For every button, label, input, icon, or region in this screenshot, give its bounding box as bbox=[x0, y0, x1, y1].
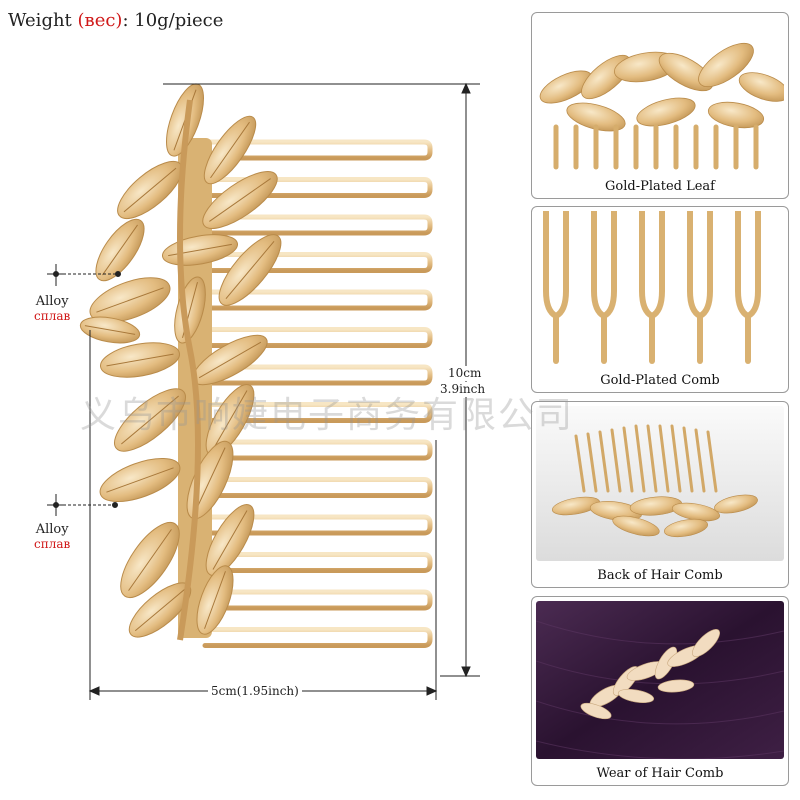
leaf-vein bbox=[84, 325, 136, 335]
comb-tooth bbox=[202, 402, 433, 423]
comb-tooth bbox=[202, 364, 433, 386]
alloy-russian-label: сплав bbox=[34, 537, 71, 551]
comb-tooth bbox=[202, 252, 433, 273]
leaf-vein bbox=[123, 167, 177, 213]
leaf-vein bbox=[225, 241, 275, 299]
leaf-vein bbox=[209, 178, 271, 222]
comb-tooth bbox=[202, 514, 433, 536]
panel-caption: Back of Hair Comb bbox=[597, 568, 723, 583]
height-cm-label: 10cm bbox=[448, 366, 482, 381]
comb-tooth bbox=[202, 177, 433, 198]
panel-back-of-hair-comb: Back of Hair Comb bbox=[531, 401, 789, 588]
comb-teeth-closeup-photo bbox=[536, 211, 784, 366]
leaf-vein bbox=[106, 467, 174, 493]
panel-caption: Gold-Plated Leaf bbox=[605, 179, 715, 194]
weight-value: : 10g/piece bbox=[122, 10, 224, 31]
comb-tooth bbox=[202, 589, 433, 611]
panel-caption: Gold-Plated Comb bbox=[600, 373, 720, 388]
comb-tooth bbox=[202, 552, 433, 573]
leaf-vein bbox=[204, 571, 226, 629]
height-inch-label: 3.9inch bbox=[440, 382, 486, 397]
panel-gold-plated-comb: Gold-Plated Comb bbox=[531, 206, 789, 393]
leaf-vein bbox=[121, 395, 179, 445]
comb-tooth bbox=[202, 477, 433, 498]
comb-tooth bbox=[202, 289, 433, 311]
comb-tooth bbox=[202, 214, 433, 236]
gold-leaf-closeup-photo bbox=[536, 17, 784, 172]
comb-tooth bbox=[202, 627, 433, 648]
weight-russian-label: (вес) bbox=[77, 10, 123, 31]
leaf-cluster bbox=[79, 83, 282, 641]
comb-tooth bbox=[202, 139, 433, 161]
leaf-vein bbox=[106, 353, 174, 367]
leaf-vein bbox=[102, 224, 138, 276]
comb-tooth bbox=[202, 439, 433, 461]
leaf-vein bbox=[194, 447, 226, 513]
weight-label: Weight bbox=[8, 10, 72, 31]
width-label: 5cm(1.95inch) bbox=[208, 684, 302, 699]
alloy-callout-bottom: Alloy сплав bbox=[34, 522, 70, 552]
alloy-label: Alloy bbox=[35, 294, 69, 309]
leaf-vein bbox=[210, 121, 250, 179]
panel-caption: Wear of Hair Comb bbox=[596, 766, 724, 781]
leaf-stem bbox=[177, 99, 201, 641]
alloy-label: Alloy bbox=[35, 522, 69, 537]
alloy-russian-label: сплав bbox=[34, 309, 71, 323]
alloy-callout-lines bbox=[47, 264, 121, 516]
leaf-vein bbox=[96, 287, 164, 313]
weight-info: Weight (вес): 10g/piece bbox=[8, 10, 223, 31]
panel-wear-of-hair-comb: Wear of Hair Comb bbox=[531, 596, 789, 786]
worn-in-hair-photo bbox=[536, 601, 784, 759]
leaf-vein bbox=[198, 341, 262, 379]
comb-tooth bbox=[202, 327, 433, 348]
watermark-text: 义乌市响婕电子商务有限公司 bbox=[80, 395, 575, 436]
main-product-image bbox=[47, 82, 480, 700]
leaf-vein bbox=[212, 510, 248, 570]
leaf-vein bbox=[128, 529, 172, 591]
comb-back-photo bbox=[536, 406, 784, 561]
alloy-callout-top: Alloy сплав bbox=[34, 294, 70, 324]
panel-gold-plated-leaf: Gold-Plated Leaf bbox=[531, 12, 789, 199]
leaf-vein bbox=[134, 588, 186, 632]
leaf-vein bbox=[212, 390, 248, 450]
